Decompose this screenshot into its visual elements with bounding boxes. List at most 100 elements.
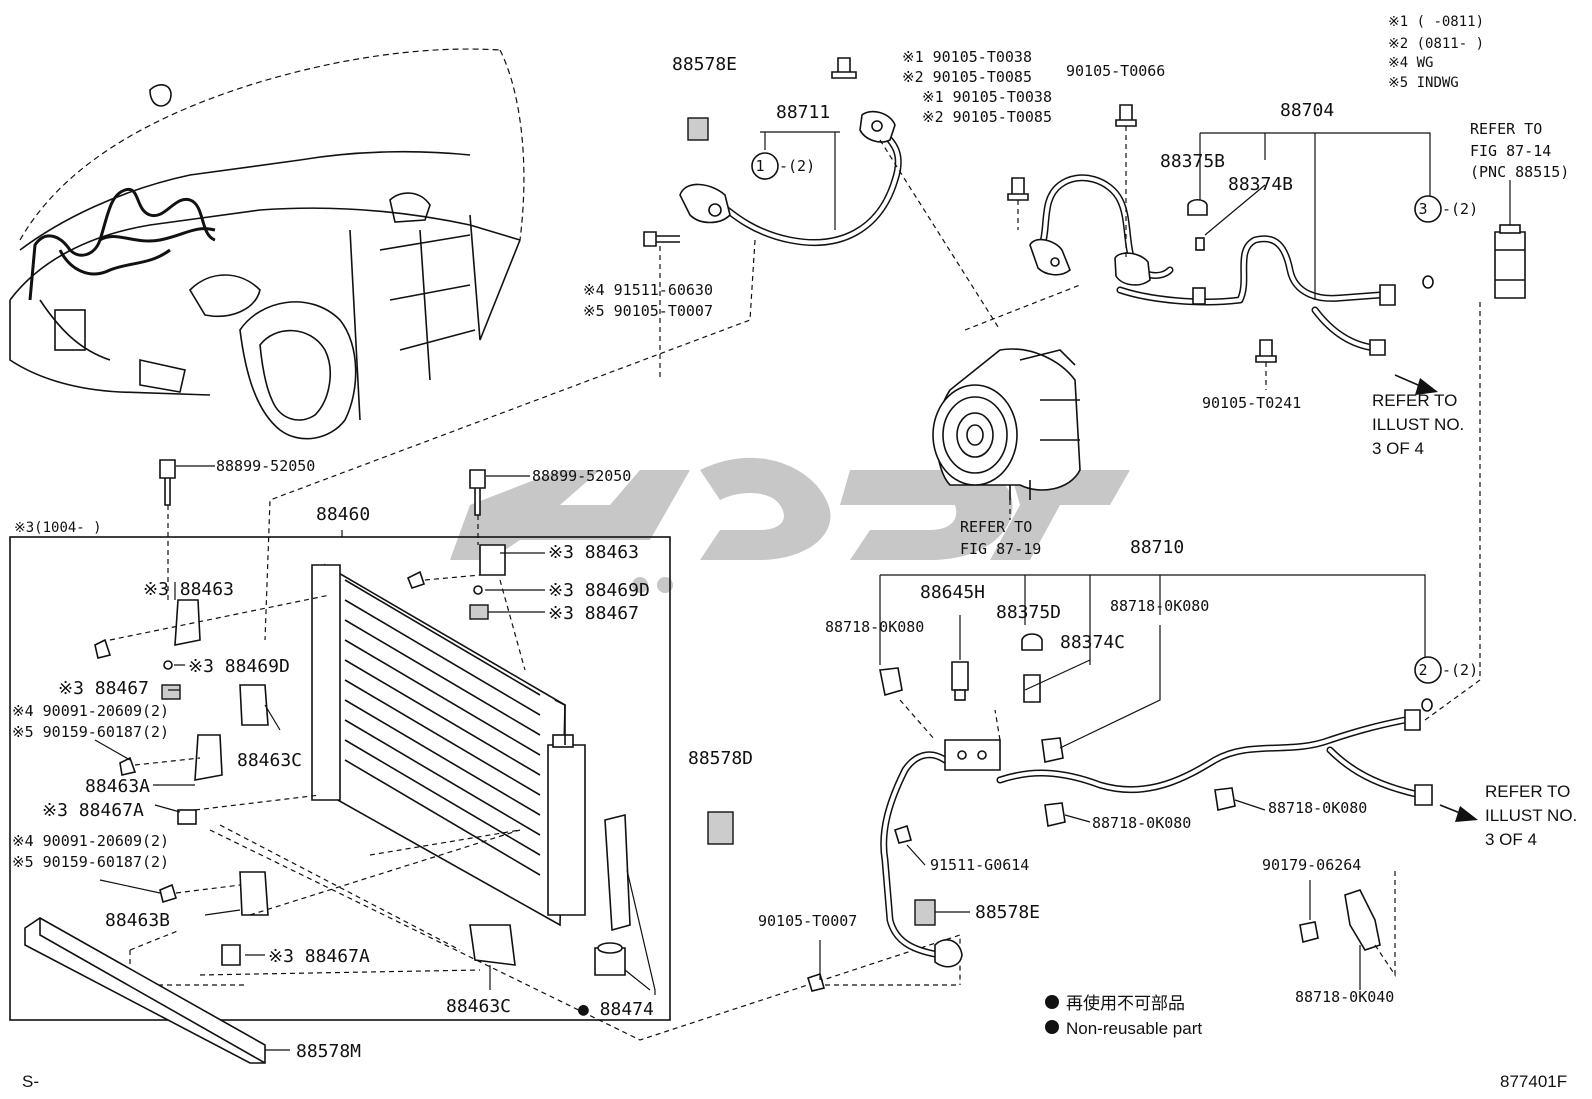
bolt-90105-T0038[interactable] [831,57,857,79]
clip-88578D[interactable] [707,811,734,845]
hose-fitting-88711[interactable] [679,183,731,224]
expansion-valve[interactable] [1494,231,1526,299]
label-90105-T0007-b[interactable]: 90105-T0007 [758,912,857,930]
cushion-88467-left[interactable] [161,684,181,700]
cushion-88467A-b[interactable] [221,944,241,966]
valve-core-88374C[interactable] [1023,674,1041,703]
label-90105-T0038-a[interactable]: ※1 90105-T0038 [902,48,1032,66]
label-88469D-right[interactable]: ※3 88469D [548,580,650,601]
label-88578M[interactable]: 88578M [296,1041,361,1062]
bracket-88718-0K040[interactable] [1344,889,1381,951]
bolt-90105-T0066[interactable] [1115,104,1137,127]
label-88578E-bottom[interactable]: 88578E [975,902,1040,923]
label-90105-T0007-a[interactable]: ※5 90105-T0007 [583,302,713,320]
label-88463C-a[interactable]: 88463C [237,750,302,771]
label-88467-right[interactable]: ※3 88467 [548,603,639,624]
clamp-88718-c[interactable] [1044,802,1066,827]
cap-88375B[interactable] [1187,198,1208,216]
hose-88710-group [807,300,1481,992]
pressure-switch-88645H[interactable] [951,661,969,691]
legend-codes: ※1 ( -0811) ※2 (0811- ) ※4 WG ※5 INDWG [1388,14,1484,91]
bracket-88463C-a[interactable] [239,684,269,726]
label-88718-0K080-b[interactable]: 88718-0K080 [1110,597,1209,615]
label-90105-T0038-b[interactable]: ※1 90105-T0038 [922,88,1052,106]
callout-circle-2 [1414,656,1442,684]
bracket-88463C-b[interactable] [469,924,516,966]
bolt-90105-T0007[interactable] [807,972,825,992]
label-88718-0K040[interactable]: 88718-0K040 [1295,988,1394,1006]
bolt-90105-T0241[interactable] [1255,339,1277,363]
label-90105-T0085-a[interactable]: ※2 90105-T0085 [902,68,1032,86]
label-91511-G0614[interactable]: 91511-G0614 [930,856,1029,874]
label-88578E-top[interactable]: 88578E [672,54,737,75]
label-88711[interactable]: 88711 [776,102,830,123]
label-90105-T0241[interactable]: 90105-T0241 [1202,394,1301,412]
seal-bar-88578M[interactable] [24,917,266,1064]
label-90159-60187-a[interactable]: ※5 90159-60187(2) [12,723,169,741]
bracket-88463-left[interactable] [174,599,201,646]
dashed-links-top [264,139,1081,641]
clamp-88718-b[interactable] [1041,737,1064,763]
non-reusable-dot-en [1045,1020,1059,1034]
stud-88899-left[interactable] [159,459,176,506]
label-88460[interactable]: 88460 [316,504,370,525]
clip-88578E-bottom[interactable] [914,899,936,926]
label-88463-right[interactable]: ※3 88463 [548,542,639,563]
label-88718-0K080-a[interactable]: 88718-0K080 [825,618,924,636]
receiver-tank[interactable] [547,744,586,916]
clip-88578E-top[interactable] [687,117,709,141]
nut-90179-06264[interactable] [1299,921,1319,943]
label-88463B[interactable]: 88463B [105,910,170,931]
label-88374C[interactable]: 88374C [1060,632,1125,653]
refer-illust-top-line3: 3 OF 4 [1372,439,1424,458]
label-88467A-a[interactable]: ※3 88467A [42,800,144,821]
label-90105-T0066[interactable]: 90105-T0066 [1066,62,1165,80]
label-88469D-left[interactable]: ※3 88469D [188,656,290,677]
label-88463-left[interactable]: ※3 88463 [143,579,234,600]
label-88899-52050-left[interactable]: 88899-52050 [216,457,315,475]
label-90105-T0085-b[interactable]: ※2 90105-T0085 [922,108,1052,126]
label-88645H[interactable]: 88645H [920,582,985,603]
cushion-88467-right[interactable] [469,604,489,620]
label-88704[interactable]: 88704 [1280,100,1334,121]
cap-88375D[interactable] [1021,633,1043,651]
label-88463C-b[interactable]: 88463C [446,996,511,1017]
legend-code-2: ※2 (0811- ) [1388,36,1484,52]
pressure-block[interactable] [944,739,1001,771]
refer-illust-top-line1: REFER TO [1372,391,1457,410]
label-90179-06264[interactable]: 90179-06264 [1262,856,1361,874]
bracket-88463B[interactable] [239,871,269,916]
label-88375D[interactable]: 88375D [996,602,1061,623]
label-88374B[interactable]: 88374B [1228,174,1293,195]
bracket-88463A[interactable] [194,734,223,781]
label-88718-0K080-c[interactable]: 88718-0K080 [1092,814,1191,832]
vehicle-illustration [9,48,525,440]
condenser-core-88460[interactable] [319,563,566,927]
compressor[interactable] [932,348,1081,520]
footer-left: S- [22,1072,39,1091]
clamp-88718-d[interactable] [1214,787,1236,811]
clamp-88718-a[interactable] [879,667,903,697]
footer: S- 877401F [22,1072,1567,1091]
label-88375B[interactable]: 88375B [1160,151,1225,172]
bracket-88463-right[interactable] [479,544,506,576]
cushion-88467A-a[interactable] [177,809,197,825]
label-88467A-b[interactable]: ※3 88467A [268,946,370,967]
valve-core-88374B[interactable] [1195,237,1205,251]
label-88899-52050-right[interactable]: 88899-52050 [532,467,631,485]
label-90159-60187-b[interactable]: ※5 90159-60187(2) [12,853,169,871]
label-90091-20609-a[interactable]: ※4 90091-20609(2) [12,702,169,720]
stud-88899-right[interactable] [469,469,486,516]
label-88718-0K080-d[interactable]: 88718-0K080 [1268,799,1367,817]
label-88467-left[interactable]: ※3 88467 [58,678,149,699]
label-90091-20609-b[interactable]: ※4 90091-20609(2) [12,832,169,850]
label-88578D[interactable]: 88578D [688,748,753,769]
callout-2-number: 2 [1418,661,1427,679]
label-88463A[interactable]: 88463A [85,776,150,797]
bolt-91511-G0614[interactable] [894,824,912,844]
filter-88474[interactable] [604,813,631,932]
label-88474[interactable]: ● 88474 [578,999,654,1020]
label-91511-60630[interactable]: ※4 91511-60630 [583,281,713,299]
label-88710[interactable]: 88710 [1130,537,1184,558]
refer-illust-top-line2: ILLUST NO. [1372,415,1464,434]
